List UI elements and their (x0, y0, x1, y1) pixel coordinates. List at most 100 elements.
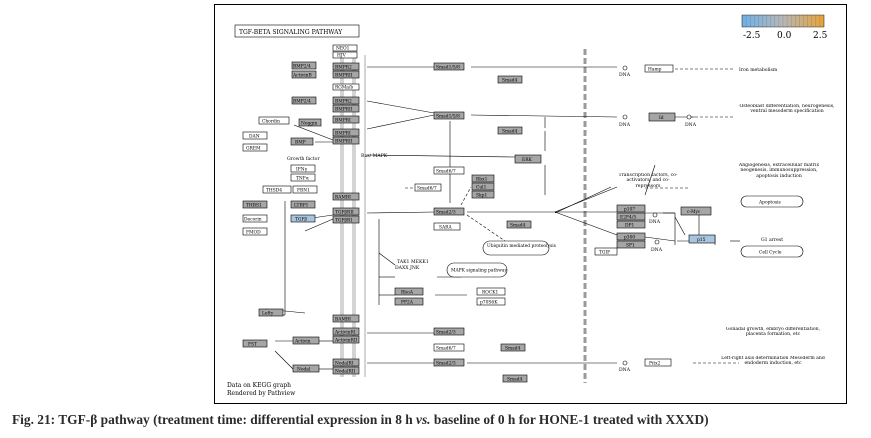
node-apoptosis (740, 195, 804, 208)
node-smad6-7-c-label: Smad6/7 (436, 347, 456, 352)
outcome-transcription-factors: Transcription factors, co-activators, an… (619, 173, 678, 189)
receptor-nodes: NEO1 HJV BMPR2 BMPRII RGMa/b BMPR2 BMPRI… (332, 44, 360, 375)
node-sp1-label: SP1 (626, 244, 635, 249)
node-smad6-7-label: Smad6/7 (436, 170, 456, 175)
node-p107 (616, 204, 646, 213)
caption-suffix: baseline of 0 h for HONE-1 treated with … (430, 412, 709, 427)
node-p300-label: p300 (624, 236, 635, 241)
node-lefty-label: Lefty (262, 312, 274, 317)
node-bmp-label: BMP (295, 141, 306, 146)
node-activinri-label: ActivinRI (334, 331, 356, 336)
antagonist-nodes: Chordin Noggin DAN BMP GREM Growth facto… (242, 116, 322, 373)
node-smad4-d-label: Smad4 (505, 347, 521, 352)
node-noggin-label: Noggin (301, 122, 318, 127)
node-hamp (644, 64, 674, 73)
node-pp2a (394, 297, 424, 306)
node-ifng (290, 164, 316, 173)
title-box (234, 24, 360, 38)
node-nodal (292, 364, 320, 373)
node-nodal-label: Nodal (297, 368, 311, 373)
node-tgfbrii (332, 207, 360, 216)
node-p15 (688, 234, 716, 244)
node-e2f4-5-label: E2F4/5 (620, 216, 636, 221)
outcome-gonadal-growth: Gonadal growth, embryo differentiation, … (726, 327, 820, 337)
outcome-iron-metabolism: Iron metabolism (739, 67, 778, 73)
node-fbn1-label: FBN1 (297, 189, 310, 194)
node-skp1 (471, 190, 495, 199)
dna-label-1: DNA (619, 72, 631, 78)
node-smad2-3-b (433, 327, 465, 336)
node-fmod-label: FMOD (246, 231, 261, 236)
node-cell-cycle-label: Cell Cycle (759, 251, 782, 256)
node-activinb (291, 70, 317, 79)
node-bmpr2 (332, 62, 360, 71)
node-chordin-label: Chordin (262, 120, 280, 125)
outcome-osteoblast: Osteoblast differentiation, neurogenesis… (739, 104, 834, 114)
node-grem (242, 143, 268, 152)
node-smad4-b (497, 126, 523, 135)
node-ubiquitin-proteolysis-label: Ubiquitin mediated proteolysis (487, 244, 557, 249)
dna-label-2: DNA (619, 122, 631, 128)
node-tgif-label: TGIF (599, 251, 610, 256)
node-sp1 (616, 240, 646, 249)
node-thbs1-label: THBS1 (246, 204, 262, 209)
node-grem-label: GREM (246, 147, 261, 152)
node-smad4-c (506, 220, 532, 229)
dna-label-3: DNA (685, 122, 697, 128)
node-sara (433, 222, 461, 231)
node-mapk-signaling-label: MAPK signaling pathway (451, 269, 507, 274)
node-tgif (594, 247, 618, 256)
node-bmpr2-b (332, 96, 360, 105)
node-smad1-5-8-label: Smad1/5/8 (436, 66, 460, 71)
node-smad6-7-b-label: Smad6/7 (417, 187, 437, 192)
node-pitx2 (644, 358, 672, 367)
node-activinrii (332, 335, 360, 344)
node-rgma-b (332, 83, 360, 91)
node-bmpri (332, 115, 360, 124)
node-tgfb-label: TGFβ (295, 218, 307, 223)
node-smad6-7-b (414, 183, 442, 192)
legend-tick-mid: 0.0 (777, 31, 792, 41)
node-smad2-3 (433, 207, 465, 216)
node-nodalri (332, 358, 360, 367)
node-bambi-b-label: BAMBI (335, 318, 351, 323)
node-bmp2-4-b-label: BMP2/4 (293, 100, 311, 105)
node-dp1-label: DP1 (625, 224, 634, 229)
node-thsd4 (262, 185, 292, 194)
node-activin (292, 336, 320, 345)
dna-label-6: DNA (619, 367, 631, 373)
node-bmp2-4-b (291, 96, 317, 105)
node-tnfa-label: TNFα (296, 177, 309, 182)
dna-label-5: DNA (651, 247, 663, 253)
node-id-label: Id (659, 116, 664, 121)
node-skp1-label: Skp1 (476, 194, 487, 199)
node-erk-label: ERK (522, 158, 533, 163)
node-dan-label: DAN (249, 135, 260, 140)
legend-tick-high: 2.5 (813, 31, 828, 41)
node-p15-label: p15 (697, 238, 706, 243)
node-hjv (332, 51, 358, 59)
outcome-left-right-axis: Left-right axis determination Mesoderm a… (721, 356, 825, 366)
node-smad2-3-c-label: Smad2/3 (436, 362, 456, 367)
node-ifng-label: IFNγ (296, 168, 308, 173)
node-pp2a-label: PP2A (401, 301, 414, 306)
outcome-angiogenesis: Angiogenesis, extracellular matrix neoge… (739, 163, 819, 179)
caption-vs: vs. (416, 412, 431, 427)
node-chordin (258, 116, 290, 125)
node-tnfa (290, 173, 316, 182)
outcome-g1-arrest: G1 arrest (761, 237, 783, 243)
node-bmpri-b-label: BMPRI (335, 132, 351, 137)
legend: -2.5 0.0 2.5 (741, 14, 828, 41)
node-smad4-label: Smad4 (502, 79, 518, 84)
node-smad4 (497, 75, 523, 84)
dna-label-4: DNA (649, 219, 661, 225)
node-bmp2-4-label: BMP2/4 (293, 65, 311, 70)
node-hjv-label: HJV (337, 54, 347, 59)
node-bmprii (332, 70, 360, 79)
node-noggin (298, 118, 322, 127)
node-tgfbri-label: TGFβRI (335, 219, 352, 224)
node-smad2-3-label: Smad2/3 (436, 211, 456, 216)
node-smad6-7-c (433, 343, 465, 352)
node-rock1 (476, 287, 506, 296)
footer-line1: Data on KEGG graph (227, 382, 291, 389)
